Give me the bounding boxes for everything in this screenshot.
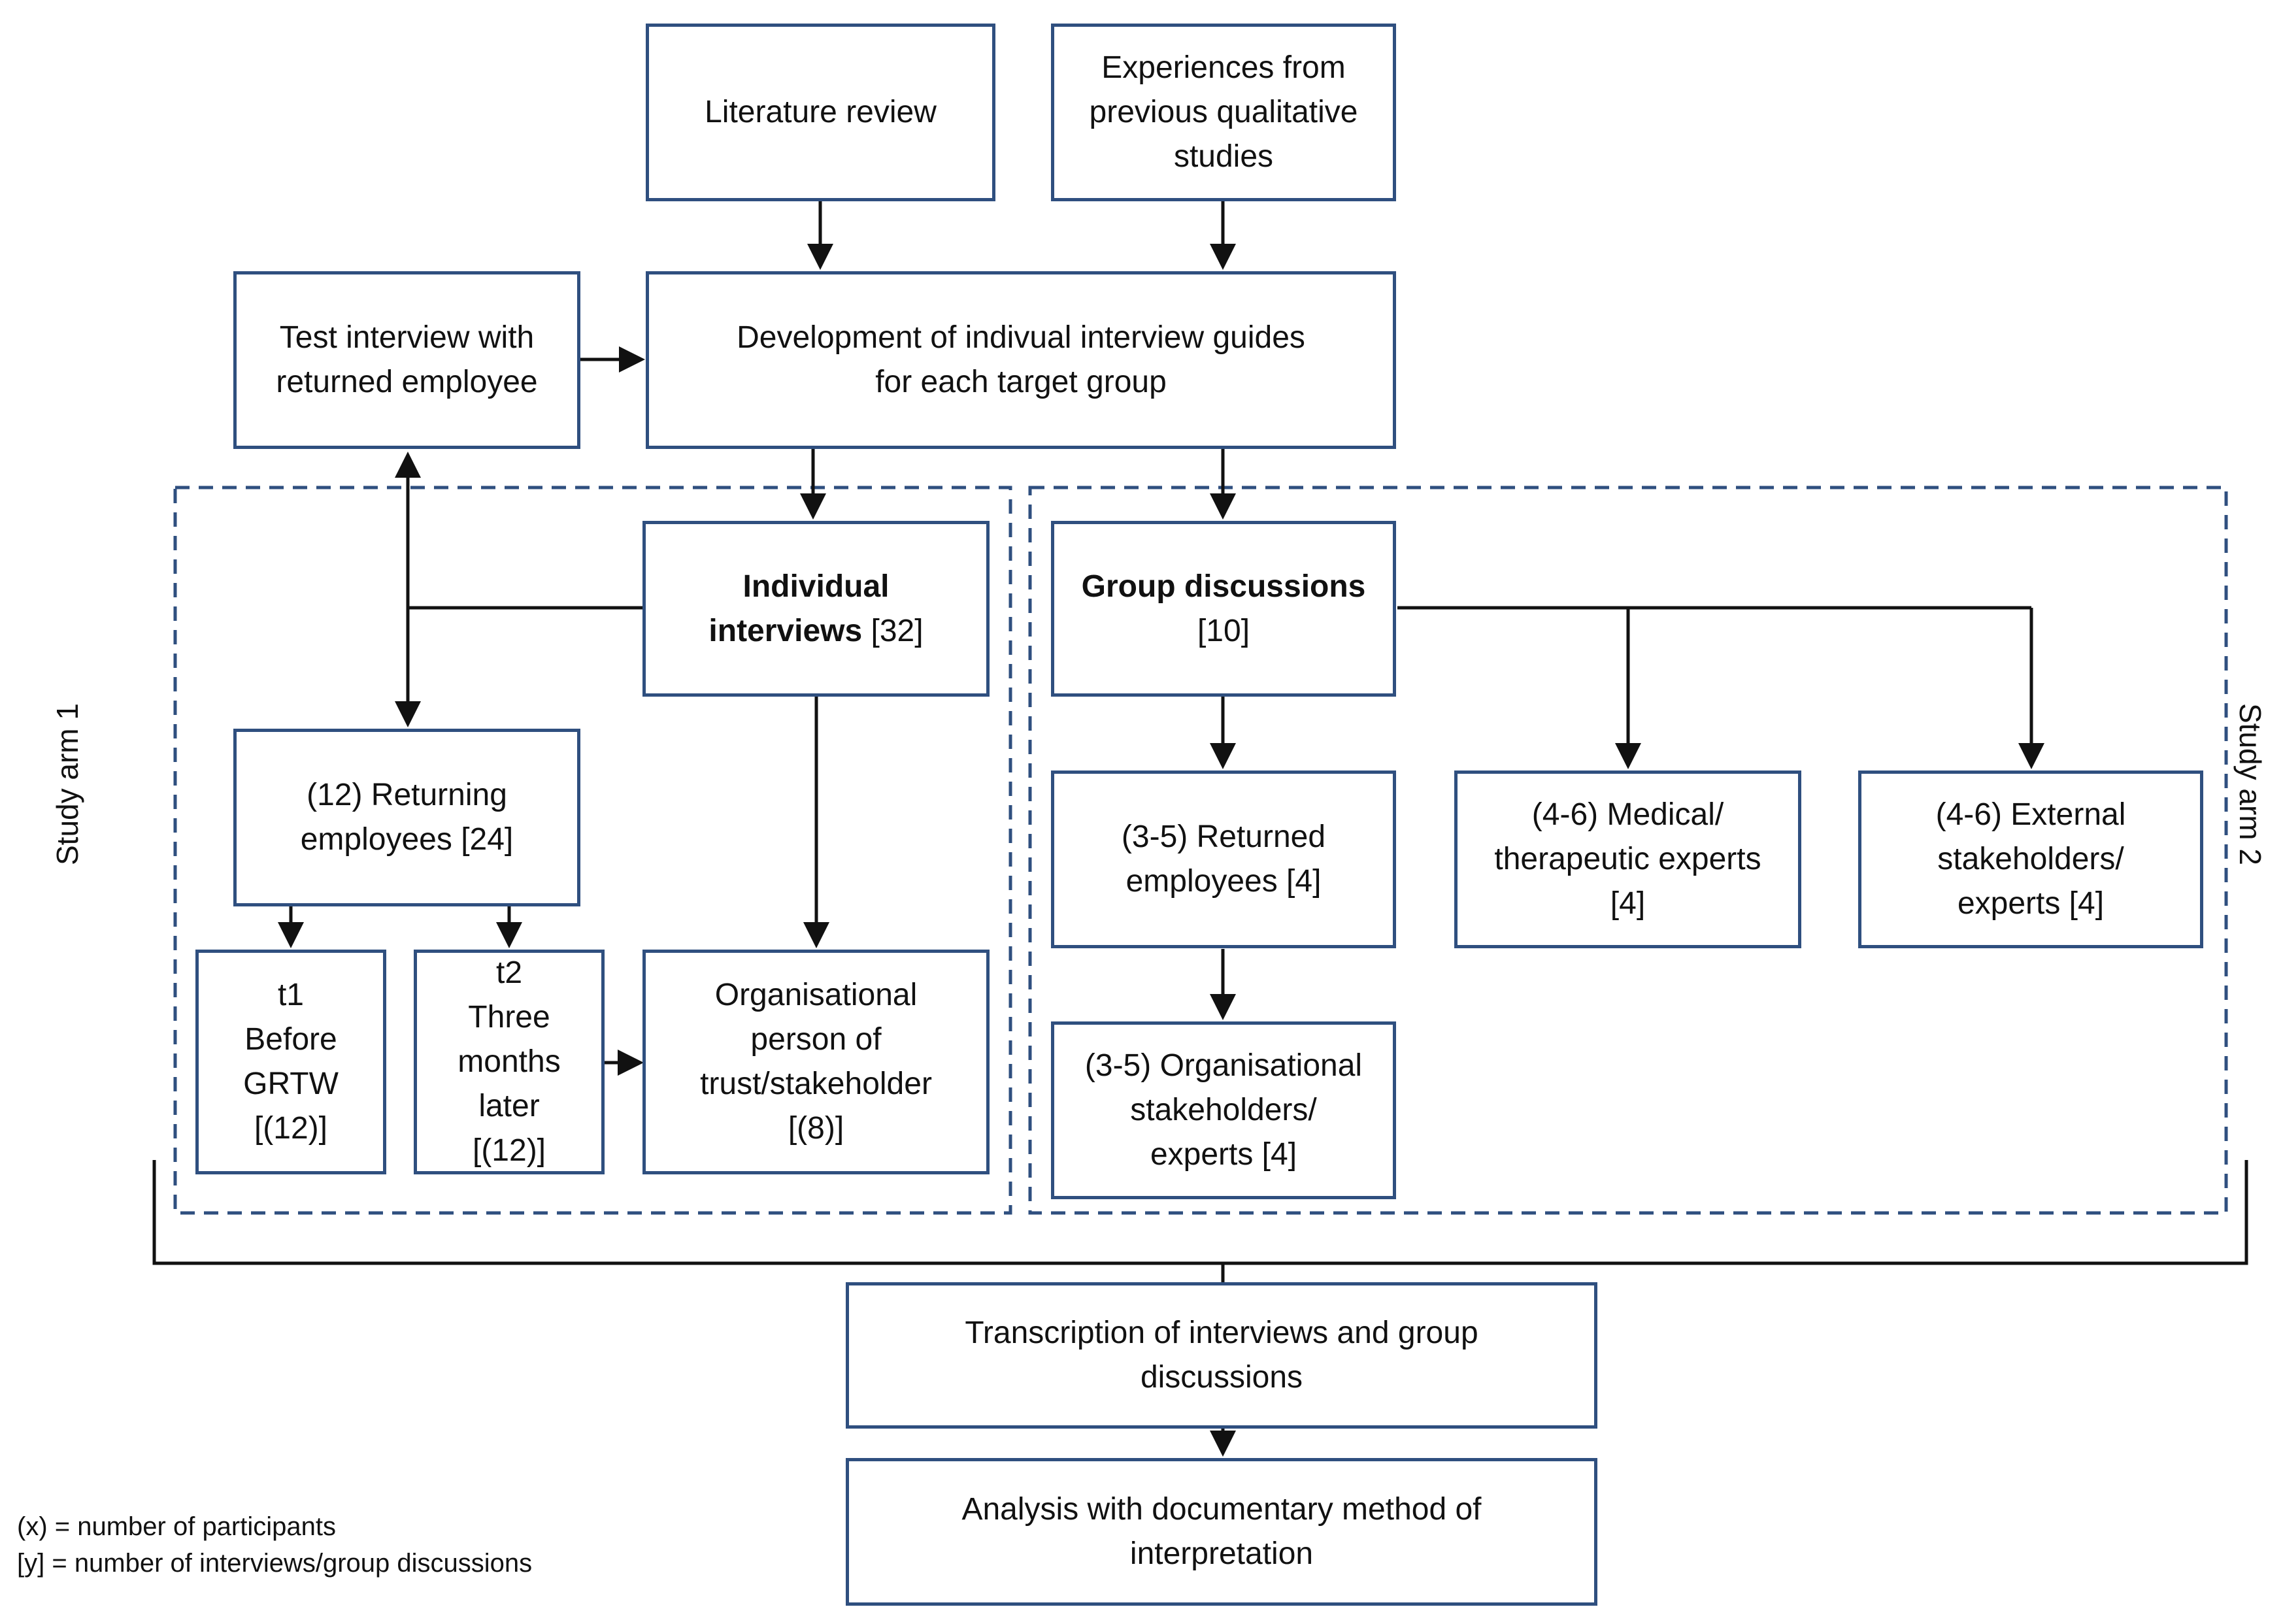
organisational-stakeholders-label: (3-5) Organisational stakeholders/ exper…	[1084, 1048, 1363, 1172]
returning-employees-label: (12) Returning employees [24]	[300, 778, 514, 857]
t1-box: t1 Before GRTW [(12)]	[195, 950, 386, 1174]
legend-interviews: [y] = number of interviews/group discuss…	[17, 1549, 533, 1578]
study-arm-2-label: Study arm 2	[2233, 703, 2267, 865]
bottom-bracket	[152, 1160, 2248, 1265]
study-arm-1-label: Study arm 1	[50, 703, 84, 865]
group-discussions-label: Group discussions [10]	[1082, 565, 1366, 654]
organisational-stakeholders-box: (3-5) Organisational stakeholders/ exper…	[1051, 1021, 1396, 1199]
t2-box: t2 Three months later [(12)]	[414, 950, 605, 1174]
experiences-label: Experiences from previous qualitative st…	[1089, 50, 1358, 174]
group-discussions-title: Group discussions	[1081, 569, 1366, 604]
external-stakeholders-box: (4-6) External stakeholders/ experts [4]	[1858, 771, 2203, 948]
returning-employees-box: (12) Returning employees [24]	[233, 729, 580, 906]
organisational-person-box: Organisational person of trust/stakehold…	[642, 950, 990, 1174]
experiences-box: Experiences from previous qualitative st…	[1051, 24, 1396, 201]
individual-interviews-count: [32]	[862, 613, 924, 648]
development-label: Development of indivual interview guides…	[737, 320, 1305, 399]
group-discussions-count: [10]	[1197, 613, 1250, 648]
transcription-label: Transcription of interviews and group di…	[965, 1316, 1478, 1395]
legend-participants: (x) = number of participants	[17, 1512, 336, 1541]
external-stakeholders-label: (4-6) External stakeholders/ experts [4]	[1935, 797, 2126, 921]
group-discussions-box: Group discussions [10]	[1051, 521, 1396, 697]
literature-review-label: Literature review	[705, 95, 937, 129]
t1-label: t1 Before GRTW [(12)]	[243, 978, 339, 1146]
individual-interviews-label: Individual interviews [32]	[708, 565, 923, 654]
study-arm-1-container	[173, 486, 1012, 1215]
development-box: Development of indivual interview guides…	[646, 271, 1396, 449]
returned-employees-label: (3-5) Returned employees [4]	[1121, 820, 1326, 899]
test-interview-label: Test interview with returned employee	[276, 320, 538, 399]
organisational-person-label: Organisational person of trust/stakehold…	[700, 978, 932, 1146]
analysis-label: Analysis with documentary method of inte…	[961, 1492, 1482, 1571]
t2-label: t2 Three months later [(12)]	[458, 955, 561, 1168]
medical-experts-box: (4-6) Medical/ therapeutic experts [4]	[1454, 771, 1801, 948]
medical-experts-label: (4-6) Medical/ therapeutic experts [4]	[1494, 797, 1761, 921]
transcription-box: Transcription of interviews and group di…	[846, 1282, 1597, 1429]
test-interview-box: Test interview with returned employee	[233, 271, 580, 449]
literature-review-box: Literature review	[646, 24, 995, 201]
individual-interviews-box: Individual interviews [32]	[642, 521, 990, 697]
analysis-box: Analysis with documentary method of inte…	[846, 1458, 1597, 1606]
returned-employees-box: (3-5) Returned employees [4]	[1051, 771, 1396, 948]
individual-interviews-title: Individual interviews	[708, 569, 890, 648]
study-arm-2-container	[1028, 486, 2228, 1215]
